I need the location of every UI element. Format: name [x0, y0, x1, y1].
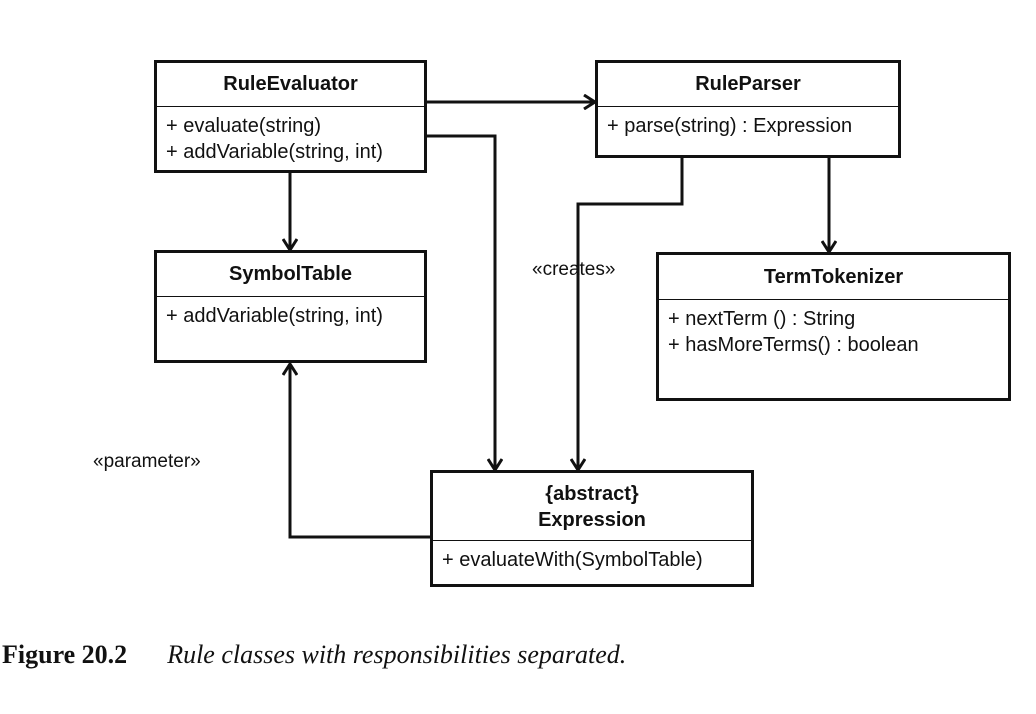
class-rule-evaluator-name: RuleEvaluator — [157, 63, 424, 107]
class-term-tokenizer-ops: + nextTerm () : String + hasMoreTerms() … — [659, 300, 1008, 358]
class-rule-parser-ops: + parse(string) : Expression — [598, 107, 898, 139]
arrow-evaluator-to-expression — [427, 134, 495, 470]
operation: + addVariable(string, int) — [166, 305, 383, 327]
class-rule-evaluator: RuleEvaluator + evaluate(string) + addVa… — [154, 60, 427, 173]
class-symbol-table: SymbolTable + addVariable(string, int) — [154, 250, 427, 363]
operation: + nextTerm () : String — [668, 308, 856, 330]
operation: + addVariable(string, int) — [166, 141, 383, 163]
label-parameter: «parameter» — [93, 451, 201, 472]
class-expression-stereotype: {abstract} — [545, 483, 639, 505]
figure-caption-text: Rule classes with responsibilities separ… — [167, 640, 627, 669]
figure-number: Figure 20.2 — [2, 640, 128, 669]
class-expression-header: {abstract} Expression — [433, 473, 751, 541]
class-expression-ops: + evaluateWith(SymbolTable) — [433, 541, 751, 573]
operation: + parse(string) : Expression — [607, 115, 853, 137]
operation: + evaluateWith(SymbolTable) — [442, 549, 703, 571]
class-term-tokenizer: TermTokenizer + nextTerm () : String + h… — [656, 252, 1011, 401]
class-expression-name: Expression — [538, 509, 646, 531]
arrow-parser-creates-expression — [578, 158, 684, 470]
class-rule-evaluator-ops: + evaluate(string) + addVariable(string,… — [157, 107, 424, 165]
class-rule-parser: RuleParser + parse(string) : Expression — [595, 60, 901, 158]
class-term-tokenizer-name: TermTokenizer — [659, 255, 1008, 300]
class-expression: {abstract} Expression + evaluateWith(Sym… — [430, 470, 754, 587]
operation: + hasMoreTerms() : boolean — [668, 334, 919, 356]
arrow-expression-parameter-symboltable — [290, 364, 430, 539]
class-rule-parser-name: RuleParser — [598, 63, 898, 107]
class-symbol-table-ops: + addVariable(string, int) — [157, 297, 424, 329]
operation: + evaluate(string) — [166, 115, 322, 137]
figure-caption: Figure 20.2 Rule classes with responsibil… — [2, 640, 626, 670]
class-symbol-table-name: SymbolTable — [157, 253, 424, 297]
label-creates: «creates» — [532, 259, 616, 280]
